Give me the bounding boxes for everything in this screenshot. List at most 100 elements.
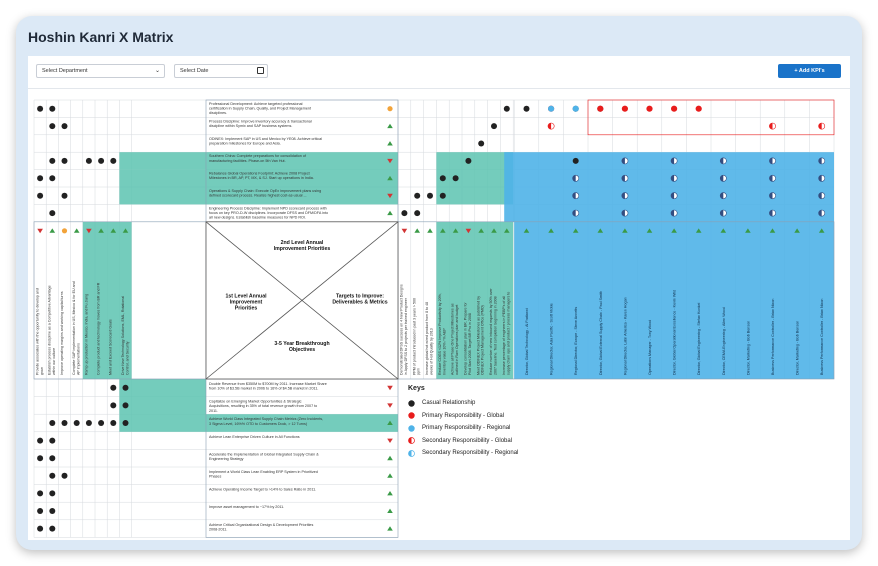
left-priority-text: Ramp up production in Mexico, India, and… [84,294,88,375]
top-priority-text: certification in Supply Chain, Quality, … [209,107,311,111]
key-label: Primary Responsibility - Global [422,412,505,419]
right-target-status-icon [414,228,420,233]
page-title: Hoshin Kanri X Matrix [28,29,174,45]
secondary-regional-dot-fill [769,210,773,217]
secondary-global-dot-fill [548,123,552,130]
left-priority-text: Complete product and technology moves fr… [97,282,101,375]
right-target-text: Increase percentage of engineers in PEBP… [502,296,506,375]
center-top-label: 2nd Level Annual [281,240,324,246]
top-priority-text: Professional Development: Achieve target… [209,102,303,106]
relation-dot [49,508,56,514]
blue-dot-icon [408,425,415,432]
right-target-status-icon [491,228,497,233]
left-priority-status-icon [37,228,43,234]
person-name: Business Performance Controller - Brian … [820,299,824,375]
center-top-label: Improvement Priorities [274,246,331,252]
left-priority-status-icon [122,228,129,233]
bottom-objective-text: Accelerate the Implementation of Global … [209,452,319,456]
person-name: Director, Global Operational Excellence … [673,290,677,375]
bottom-objective-status-icon [387,385,393,391]
secondary-regional-dot-fill [818,175,822,182]
secondary-regional-dot-fill [720,192,724,199]
relation-dot [523,105,530,112]
person-name: Director, Global Engineering - Stefan Ko… [697,302,701,375]
relation-dot [49,210,56,217]
top-priority-status-icon [387,210,393,216]
relation-dot [414,210,421,217]
person-status-icon [671,228,677,233]
relation-dot [439,175,446,182]
key-item: Casual Relationship [408,397,518,410]
relation-dot [37,455,44,462]
relation-dot [49,437,56,444]
bottom-objective-status-icon [387,508,393,513]
relation-dot [110,402,117,409]
green-band [436,221,514,379]
secondary-regional-dot-fill [670,175,675,182]
bottom-objective-text: from 10% of $3.5B market in 2006 to 16% … [209,387,318,391]
relation-dot [98,157,105,164]
relation-dot [414,192,421,199]
person-status-icon [572,228,579,233]
primary-global-dot [621,105,629,112]
bottom-objective-text: 2011. [209,409,218,413]
primary-global-dot [646,105,653,112]
bottom-objective-status-icon [387,403,393,408]
red-dot-icon [408,412,415,419]
top-priority-text: focus on key PRO-D-W disciplines. Incorp… [209,211,328,215]
keys-title: Keys [408,385,425,392]
green-band [119,379,206,432]
secondary-regional-dot-fill [621,210,625,217]
bottom-objective-text: 2008-2011. [209,527,227,531]
bottom-objective-text: Double Revenue from $350M to $700M by 20… [209,382,327,386]
center-left-label: 1st Level Annual [225,293,267,299]
secondary-regional-dot-fill [769,175,773,182]
date-select[interactable]: Select Date [174,64,268,78]
left-priority-text: Drive New Technology Solutions, EML, Rot… [121,296,125,375]
bottom-objective-text: Achieve Critical Organizational Design &… [209,523,313,527]
relation-dot [427,192,433,199]
top-priority-status-icon [387,193,393,199]
right-target-text: Increase global hot wired product from 8… [425,302,429,375]
left-priority-text: within our culture [52,348,56,375]
key-item: Primary Responsibility - Regional [408,422,518,435]
left-priority-text: AP implementations [77,343,81,375]
secondary-regional-dot-fill [720,210,724,217]
relation-dot [465,157,472,164]
person-name: Operations Manager - Tony Wood [648,320,652,375]
relation-dot [110,384,117,391]
secondary-regional-dot-fill [818,192,822,199]
add-kpis-button[interactable]: + Add KPI's [778,64,841,78]
right-target-text: outlined in Ram Operations plan and budg… [455,305,459,375]
secondary-regional-dot-fill [720,157,724,164]
relation-dot [122,384,129,391]
relation-dot [73,420,80,426]
relation-dot [49,490,56,497]
department-select[interactable]: Select Department ⌄ [36,64,165,78]
relation-dot [439,192,446,199]
left-priority-text: Establish process discipline as a Compet… [48,285,52,375]
key-label: Secondary Responsibility - Regional [422,450,519,457]
top-priority-text: discipline within Symix and SAP business… [209,124,292,128]
relation-dot [478,140,485,147]
left-priority-status-icon [61,228,68,234]
secondary-regional-dot-fill [818,157,822,164]
top-priority-text: all new designs. Establish baseline meas… [209,216,306,220]
primary-regional-dot [548,105,555,112]
center-diagonal [205,221,399,380]
key-label: Primary Responsibility - Regional [422,425,511,432]
relation-dot [452,175,459,182]
relation-dot [37,525,44,532]
secondary-regional-dot-fill [621,157,625,164]
key-label: Casual Relationship [422,400,476,407]
key-item: Secondary Responsibility - Global [408,435,518,448]
left-priority-status-icon [73,228,80,233]
green-band [82,221,132,379]
relation-dot [61,123,68,130]
right-target-text: Inventory value 10% / % AEP [442,328,446,375]
center-bottom-label: 3-5 Year Breakthrough [274,341,329,347]
bottom-objective-status-icon [387,455,393,461]
red-half-dot-icon [408,437,415,445]
secondary-regional-dot-fill [769,192,773,199]
